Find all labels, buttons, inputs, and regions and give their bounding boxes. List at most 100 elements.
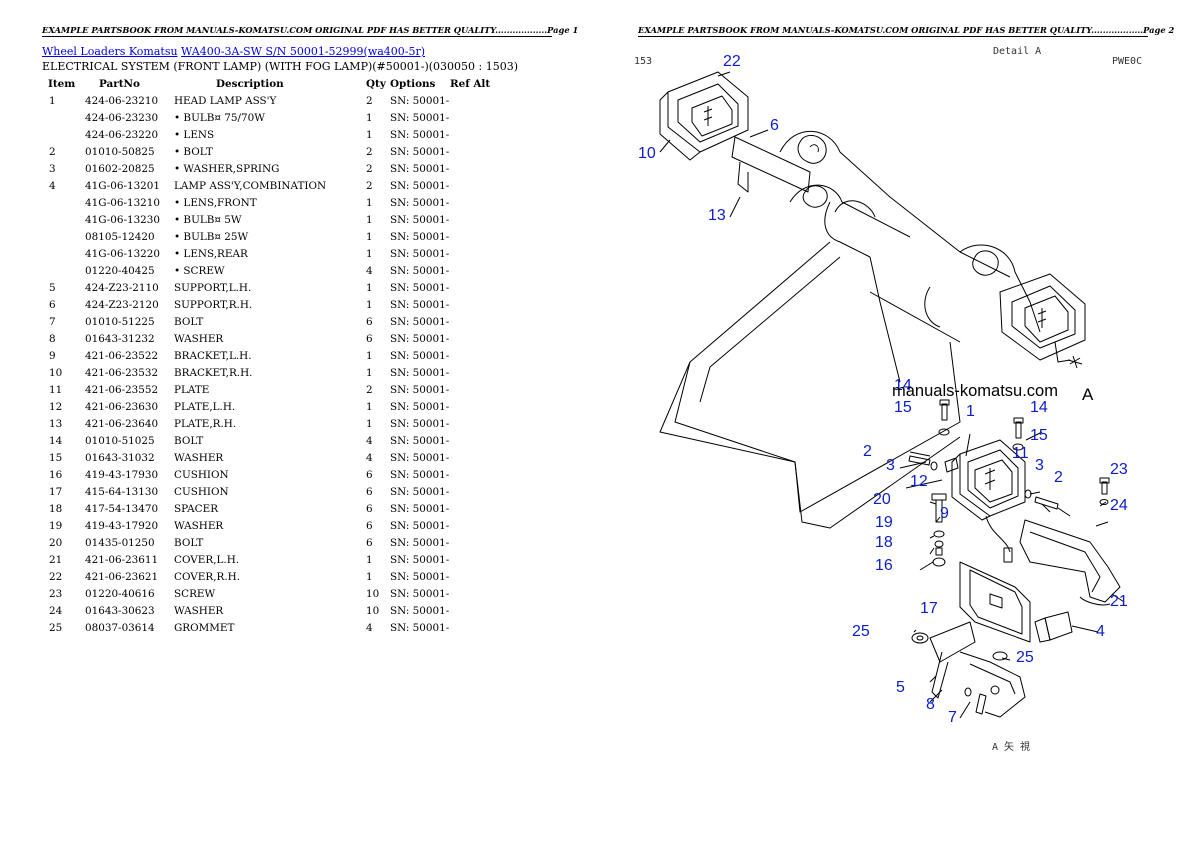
cell-partno: 424-Z23-2120 — [85, 298, 159, 311]
cell-ref-alt — [450, 143, 490, 160]
cell-partno: 01010-51025 — [85, 434, 155, 447]
cell-options: SN: 50001- — [390, 247, 450, 260]
cell-ref-alt — [450, 160, 490, 177]
cell-item: 24 — [49, 604, 63, 617]
callout-12: 12 — [910, 473, 928, 490]
cell-description: • WASHER,SPRING — [174, 162, 280, 175]
cell-qty: 2 — [366, 162, 373, 175]
cell-ref-alt — [450, 432, 490, 449]
cell-options: SN: 50001- — [390, 587, 450, 600]
cell-item: 15 — [49, 451, 63, 464]
callout-2-right: 2 — [1054, 469, 1063, 486]
cell-options: SN: 50001- — [390, 451, 450, 464]
detail-a-drawing — [659, 71, 1125, 719]
callout-14-left: 14 — [894, 377, 912, 394]
cell-description: WASHER — [174, 604, 224, 617]
cell-qty: 2 — [366, 179, 373, 192]
callout-10: 10 — [638, 145, 656, 162]
cell-qty: 1 — [366, 213, 373, 226]
cell-qty: 1 — [366, 230, 373, 243]
cell-partno: 424-06-23220 — [85, 128, 159, 141]
cell-description: BOLT — [174, 434, 204, 447]
callout-11: 11 — [1012, 445, 1029, 462]
loader-arm-drawing — [659, 71, 1086, 529]
breadcrumb-link-category[interactable]: Wheel Loaders Komatsu — [42, 45, 178, 58]
page-header: EXAMPLE PARTSBOOK FROM MANUALS-KOMATSU.C… — [638, 25, 1175, 37]
cell-ref-alt — [450, 500, 490, 517]
cell-partno: 421-06-23640 — [85, 417, 159, 430]
cell-options: SN: 50001- — [390, 553, 450, 566]
callout-18: 18 — [875, 534, 893, 551]
cell-description: • LENS — [174, 128, 215, 141]
cell-description: BOLT — [174, 315, 204, 328]
callout-5: 5 — [896, 679, 905, 696]
cell-item: 22 — [49, 570, 63, 583]
cell-qty: 10 — [366, 604, 380, 617]
cell-options: SN: 50001- — [390, 400, 450, 413]
cell-options: SN: 50001- — [390, 349, 450, 362]
cell-partno: 08037-03614 — [85, 621, 155, 634]
cell-item — [42, 228, 85, 245]
cell-description: WASHER — [174, 332, 224, 345]
cell-description: PLATE,L.H. — [174, 400, 236, 413]
cell-qty: 2 — [366, 145, 373, 158]
callout-9: 9 — [940, 505, 949, 522]
cell-description: WASHER — [174, 519, 224, 532]
callout-13: 13 — [708, 207, 726, 224]
column-header-partno: PartNo — [99, 78, 140, 90]
section-title: ELECTRICAL SYSTEM (FRONT LAMP) (WITH FOG… — [42, 60, 519, 73]
column-header-ref-alt: Ref Alt — [450, 78, 491, 90]
cell-item: 23 — [49, 587, 63, 600]
cell-options: SN: 50001- — [390, 281, 450, 294]
cell-ref-alt — [450, 347, 490, 364]
cell-ref-alt — [450, 330, 490, 347]
cell-ref-alt — [450, 517, 490, 534]
cell-options: SN: 50001- — [390, 383, 450, 396]
view-a-label: A — [1082, 385, 1094, 404]
callout-7: 7 — [948, 709, 957, 726]
cell-qty: 1 — [366, 111, 373, 124]
cell-partno: 41G-06-13210 — [85, 196, 161, 209]
cell-ref-alt — [450, 398, 490, 415]
cell-item: 18 — [49, 502, 63, 515]
cell-partno: 41G-06-13230 — [85, 213, 161, 226]
cell-ref-alt — [450, 568, 490, 585]
cell-partno: 421-06-23532 — [85, 366, 159, 379]
cell-ref-alt — [450, 245, 490, 262]
callout-1: 1 — [966, 403, 975, 420]
cell-description: LAMP ASS'Y,COMBINATION — [174, 179, 327, 192]
cell-partno: 01010-50825 — [85, 145, 155, 158]
cell-item: 4 — [49, 179, 56, 192]
cell-item: 10 — [49, 366, 63, 379]
cell-partno: 421-06-23552 — [85, 383, 159, 396]
exploded-parts-diagram: 22 6 10 13 14 15 14 15 1 2 3 12 11 3 2 2… — [634, 46, 1142, 753]
cell-options: SN: 50001- — [390, 213, 450, 226]
cell-qty: 2 — [366, 94, 373, 107]
cell-description: BRACKET,R.H. — [174, 366, 253, 379]
cell-description: • BULB¤ 75/70W — [174, 111, 265, 124]
cell-qty: 1 — [366, 417, 373, 430]
cell-ref-alt — [450, 381, 490, 398]
cell-options: SN: 50001- — [390, 485, 450, 498]
cell-partno: 01220-40616 — [85, 587, 155, 600]
cell-ref-alt — [450, 619, 490, 636]
cell-item: 1 — [49, 94, 56, 107]
cell-partno: 01602-20825 — [85, 162, 155, 175]
breadcrumb-link-model[interactable]: WA400-3A-SW S/N 50001-52999(wa400-5r) — [181, 45, 426, 58]
cell-partno: 41G-06-13201 — [85, 179, 161, 192]
